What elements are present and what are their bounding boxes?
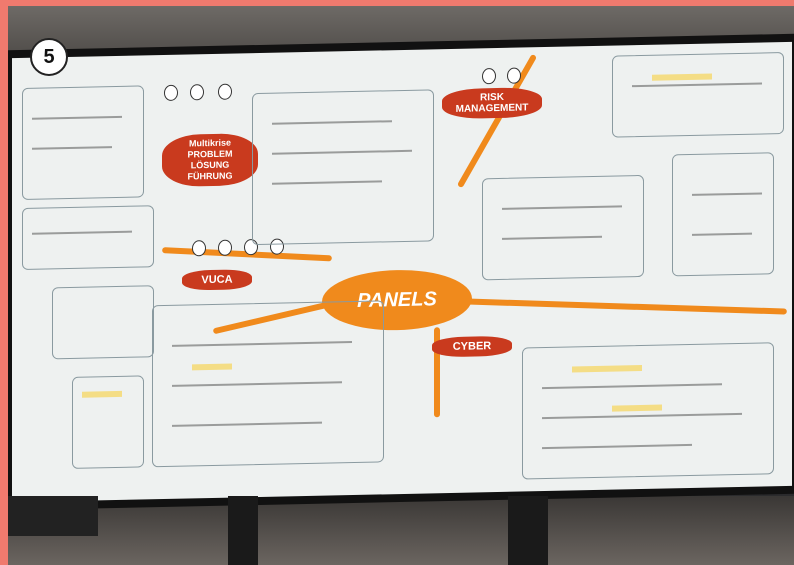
tag-vuca: VUCA (182, 269, 252, 291)
doodle-box (482, 174, 644, 281)
highlight (192, 363, 232, 371)
doodle-box (22, 205, 154, 270)
monitor-stand (508, 496, 548, 565)
highlight (82, 390, 122, 398)
doodle-box (52, 285, 154, 360)
highlight (652, 73, 712, 81)
panelist-face (482, 68, 496, 85)
photo: PANELS Multikrise PROBLEM LÖSUNG FÜHRUNG… (8, 6, 794, 565)
floor (8, 496, 794, 565)
tag-cyber: CYBER (432, 335, 512, 358)
panelist-face (164, 84, 178, 101)
doodle-box (612, 51, 784, 138)
tag-multikrise: Multikrise PROBLEM LÖSUNG FÜHRUNG (162, 133, 258, 188)
doodle-box (72, 375, 144, 469)
doodle-box (252, 89, 434, 246)
tag-risk: RISK MANAGEMENT (442, 87, 542, 120)
branch-right (457, 298, 787, 315)
monitor-stand (228, 496, 258, 565)
panelist-face (190, 84, 204, 101)
doodle-box (672, 152, 774, 277)
highlight (612, 404, 662, 412)
panelist-face (218, 83, 232, 100)
step-number-badge: 5 (30, 38, 68, 76)
equipment (8, 496, 98, 536)
branch-up (456, 53, 538, 189)
doodle-box (22, 85, 144, 200)
display-screen: PANELS Multikrise PROBLEM LÖSUNG FÜHRUNG… (12, 41, 792, 503)
